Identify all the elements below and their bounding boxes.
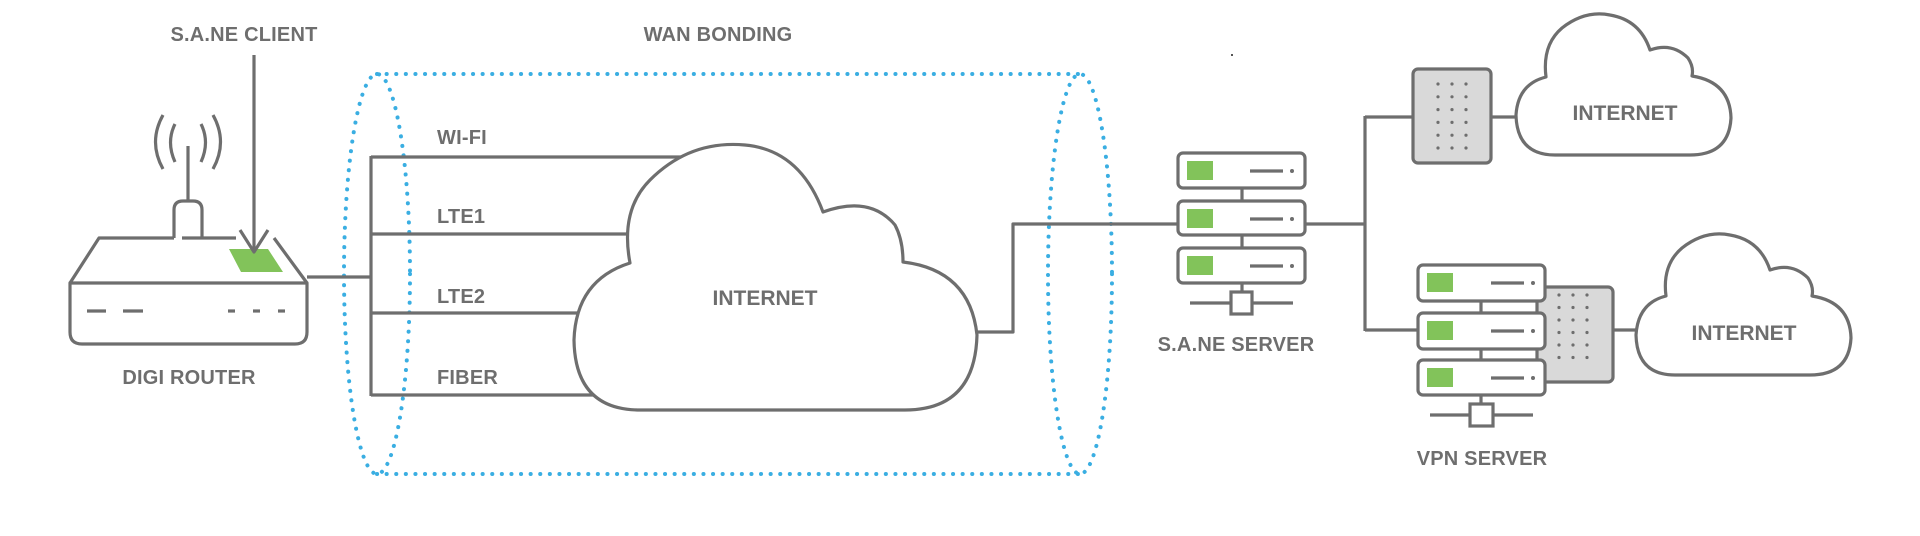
vent-dot [1436,95,1440,99]
vent-dot [1585,293,1589,297]
vent-dot [1464,120,1468,124]
internet-cloud-main[interactable]: INTERNET [572,142,979,412]
cloud-upper-label: INTERNET [1573,102,1678,125]
wan-bonding-tunnel [342,72,1114,476]
vent-dot [1585,343,1589,347]
wan-bonding-label: WAN BONDING [644,24,793,46]
vpn-server-label: VPN SERVER [1417,448,1548,470]
vent-dot [1450,146,1454,150]
cloud-icon [1514,12,1733,157]
sane-server-label: S.A.NE SERVER [1158,334,1315,356]
vent-dot [1557,330,1561,335]
vent-dot [1571,355,1575,360]
vent-dot [1464,108,1468,112]
router-top [68,236,309,284]
vent-dot [1557,318,1561,322]
digi-router-label: DIGI ROUTER [122,367,256,389]
sane-client-label: S.A.NE CLIENT [170,24,317,46]
firewall-vents [1436,82,1468,150]
vpn-server[interactable] [1416,263,1615,428]
cloud-icon [1634,232,1853,377]
vent-dot [1557,355,1561,360]
vent-dot [1450,82,1454,86]
cloud-to-server-link [977,222,1178,334]
vent-dot [1464,146,1468,150]
vent-dot [1571,330,1575,335]
server-unit [1416,263,1547,303]
server-unit [1176,246,1307,285]
internet-cloud-lower[interactable]: INTERNET [1634,232,1853,377]
vent-dot [1450,120,1454,124]
vent-dot [1585,305,1589,310]
vent-dot [1450,133,1454,137]
router-body [68,281,309,346]
vent-dot [1557,293,1561,297]
wireless-signal-icon [153,114,223,170]
firewall-icon [1535,285,1615,384]
cloud-main-label: INTERNET [713,287,818,310]
network-base-icon [1430,402,1533,428]
stray-mark [1231,54,1233,56]
network-base-icon [1190,290,1293,316]
link-fiber-label: FIBER [437,367,498,389]
vent-dot [1450,95,1454,99]
vent-dot [1585,330,1589,335]
cloud-lower-label: INTERNET [1692,322,1797,345]
vent-dot [1585,318,1589,322]
vent-dot [1436,133,1440,137]
vent-dot [1571,343,1575,347]
vent-dot [1436,82,1440,86]
wan-links [371,155,690,397]
server-unit [1176,199,1307,237]
server-branch-links [1305,115,1418,332]
vent-dot [1464,95,1468,99]
vent-dot [1557,305,1561,310]
vent-dot [1464,133,1468,137]
vent-dot [1571,305,1575,310]
sane-client-chip [229,249,283,272]
server-unit [1416,358,1547,397]
vent-dot [1436,146,1440,150]
link-wifi-label: WI-FI [437,127,487,149]
server-unit [1176,151,1307,190]
bonding-left-ellipse [342,72,412,476]
cloud-icon [572,142,979,412]
sane-server[interactable] [1176,151,1307,316]
antenna-base [172,199,204,238]
link-lte2-label: LTE2 [437,286,485,308]
vent-dot [1571,318,1575,322]
vent-dot [1571,293,1575,297]
vent-dot [1436,120,1440,124]
vent-dot [1464,82,1468,86]
server-unit [1416,311,1547,351]
vent-dot [1557,343,1561,347]
vent-dot [1436,108,1440,112]
vent-dot [1450,108,1454,112]
firewall-vents [1557,293,1589,360]
bonding-right-ellipse [1046,72,1114,476]
link-lte1-label: LTE1 [437,206,485,228]
digi-router[interactable] [68,114,309,346]
firewall-upper[interactable] [1411,67,1493,165]
client-arrow-icon [238,55,270,254]
internet-cloud-upper[interactable]: INTERNET [1514,12,1733,157]
vent-dot [1585,355,1589,360]
